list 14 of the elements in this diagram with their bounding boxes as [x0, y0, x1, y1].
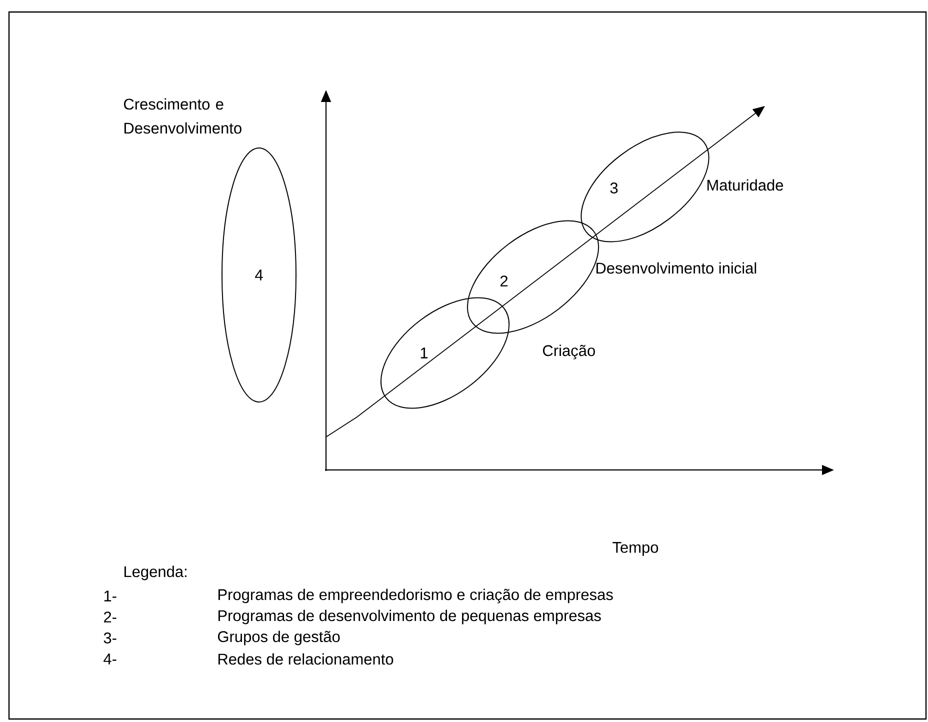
legend-text: Redes de relacionamento [218, 653, 394, 665]
axis-label: Tempo [612, 542, 658, 556]
legend-number: 3- [104, 632, 116, 644]
legend-text: Programas de desenvolvimento de pequenas empresas [218, 610, 601, 624]
legend-number: 1- [104, 590, 116, 602]
legend-title: Legenda: [124, 566, 186, 580]
axis-label: Crescimento e Desenvolvimento [124, 98, 242, 134]
legend-number: 4- [104, 654, 116, 664]
oval: 4 [222, 148, 296, 402]
legend-text: Grupos de gestão [218, 630, 340, 646]
stage-label: Maturidade [707, 179, 784, 191]
legend-text: Programas de empreendedorismo e criação de empresas [218, 588, 613, 604]
stage-label: Criação [543, 344, 595, 360]
legend-number: 2- [104, 612, 116, 622]
